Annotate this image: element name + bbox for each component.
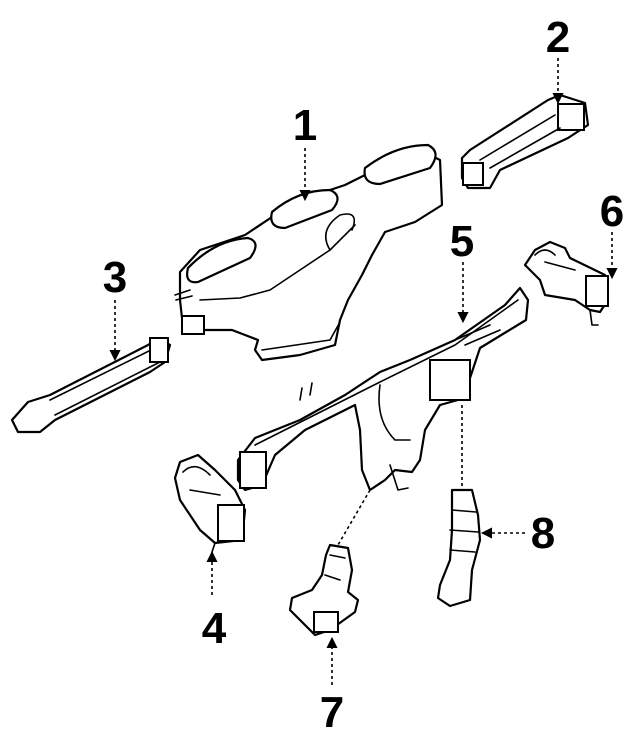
leader-connect-5-7 bbox=[337, 489, 371, 546]
callout-5: 5 bbox=[450, 217, 474, 266]
callout-3: 3 bbox=[103, 253, 127, 302]
part-1-defroster-duct bbox=[174, 143, 444, 362]
callout-6: 6 bbox=[600, 187, 624, 236]
part-5-main-duct bbox=[236, 286, 530, 492]
leader-lines bbox=[109, 58, 618, 685]
callout-4: 4 bbox=[202, 604, 227, 653]
part-8-vertical-duct bbox=[436, 488, 482, 608]
callout-1: 1 bbox=[293, 101, 317, 150]
part-7-floor-duct bbox=[288, 543, 360, 637]
callout-8: 8 bbox=[531, 509, 555, 558]
callout-2: 2 bbox=[546, 13, 570, 62]
callout-7: 7 bbox=[320, 688, 344, 732]
part-2-outlet-duct bbox=[460, 93, 590, 190]
part-4-outlet-duct bbox=[173, 453, 247, 553]
part-3-outlet-duct bbox=[10, 336, 172, 434]
part-6-outlet-duct bbox=[523, 240, 610, 326]
callout-labels: 1 2 3 4 5 6 7 8 bbox=[103, 13, 624, 732]
